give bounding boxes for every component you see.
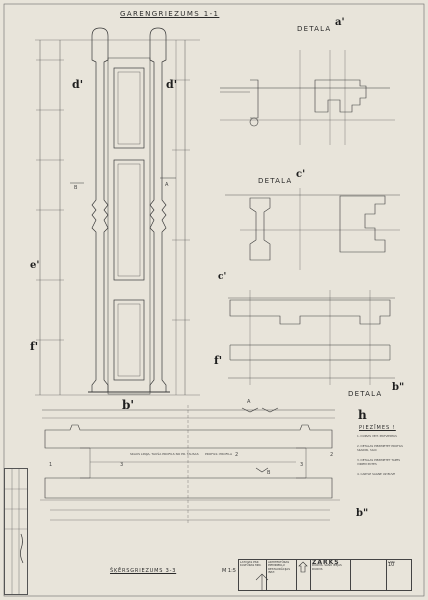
tb-empty-cell	[351, 560, 387, 590]
signature-block	[4, 468, 28, 595]
detail-a	[220, 50, 395, 145]
section-1-1-title: GARENGRIEZUMS 1-1	[120, 10, 220, 18]
detail-a-letter: a'	[335, 17, 345, 28]
seal-icon	[297, 560, 311, 590]
tb-org: LATVIJAS PSR KULTŪRAS MIN.	[239, 560, 267, 590]
num-3: 3	[120, 462, 124, 468]
num-2: 2	[235, 452, 239, 458]
arrow-b-label: B	[267, 470, 271, 476]
tb-sheet-cell: LAPA 10	[387, 560, 411, 590]
detail-f	[228, 290, 395, 385]
label-c: c'	[218, 272, 227, 282]
detail-c-title: DETALA	[258, 177, 293, 185]
label-b-double: b"	[356, 508, 369, 519]
notes-panel: PIEZĪMES ! 1. DURVIS VEIT. PIKTVIERTAS 2…	[355, 425, 410, 515]
cross-section-3-3	[40, 405, 340, 525]
note-item: 4. CARTLE SAGNE UZ BUVE	[357, 472, 396, 476]
label-d-left: d'	[72, 78, 84, 91]
label-b: b'	[122, 398, 135, 412]
section-mark-b: B	[74, 185, 78, 191]
note-item: 1. DURVIS VEIT. PIKTVIERTAS	[357, 434, 397, 438]
section-mark-a: A	[165, 182, 169, 188]
label-d-right: d'	[166, 78, 178, 91]
section-3-3-title: ŠĶĒRSGRIEZUMS 3-3	[110, 568, 177, 574]
tb-desc: DURVIS, SĀNU IEEJAS DURVIS	[312, 563, 342, 571]
num-2b: 2	[330, 452, 334, 458]
label-f-detail: f'	[214, 354, 223, 367]
signature-stamp	[5, 469, 27, 594]
bottom-note-1: SKAUS LINIJA, TAUŠA PROFILS NO PR. TAUSA…	[130, 452, 199, 456]
detail-c-letter: c'	[296, 169, 306, 180]
tb-sheet-number: 10	[388, 562, 395, 569]
notes-heading: PIEZĪMES !	[359, 425, 396, 431]
detail-a-title: DETALA	[297, 25, 332, 33]
tb-project-cell: ZARKS DURVIS, SĀNU IEEJAS DURVIS	[311, 560, 351, 590]
num-3b: 3	[300, 462, 304, 468]
door-elevation	[35, 27, 200, 396]
note-item: 3. DETALAS PIEZIMETET TAPES VIRIEM POTES	[357, 458, 400, 466]
detail-b-letter: b"	[392, 382, 405, 393]
title-block: LATVIJAS PSR KULTŪRAS MIN. ARHITEKTŪRAS …	[238, 559, 412, 591]
tb-sheet-label: LAPA	[388, 560, 395, 564]
label-h: h	[358, 408, 367, 422]
arrow-a-label: A	[247, 399, 251, 405]
num-1: 1	[49, 462, 53, 468]
label-f: f'	[30, 340, 39, 353]
tb-bureau: ARHITEKTŪRAS PIEMINEKĻU RESTAURĀCIJAS IN…	[267, 560, 297, 590]
bottom-note-2: PROFILS: PROFILA	[205, 452, 233, 456]
tb-project: ZARKS	[312, 560, 340, 566]
label-e: e'	[30, 260, 40, 271]
detail-b-title: DETALA	[348, 390, 383, 398]
note-item: 2. DETALAS PIEZIMETET PROFILS SKAIDRI, S…	[357, 444, 403, 452]
detail-c	[225, 188, 400, 270]
scale-label: M 1:5	[222, 568, 236, 574]
